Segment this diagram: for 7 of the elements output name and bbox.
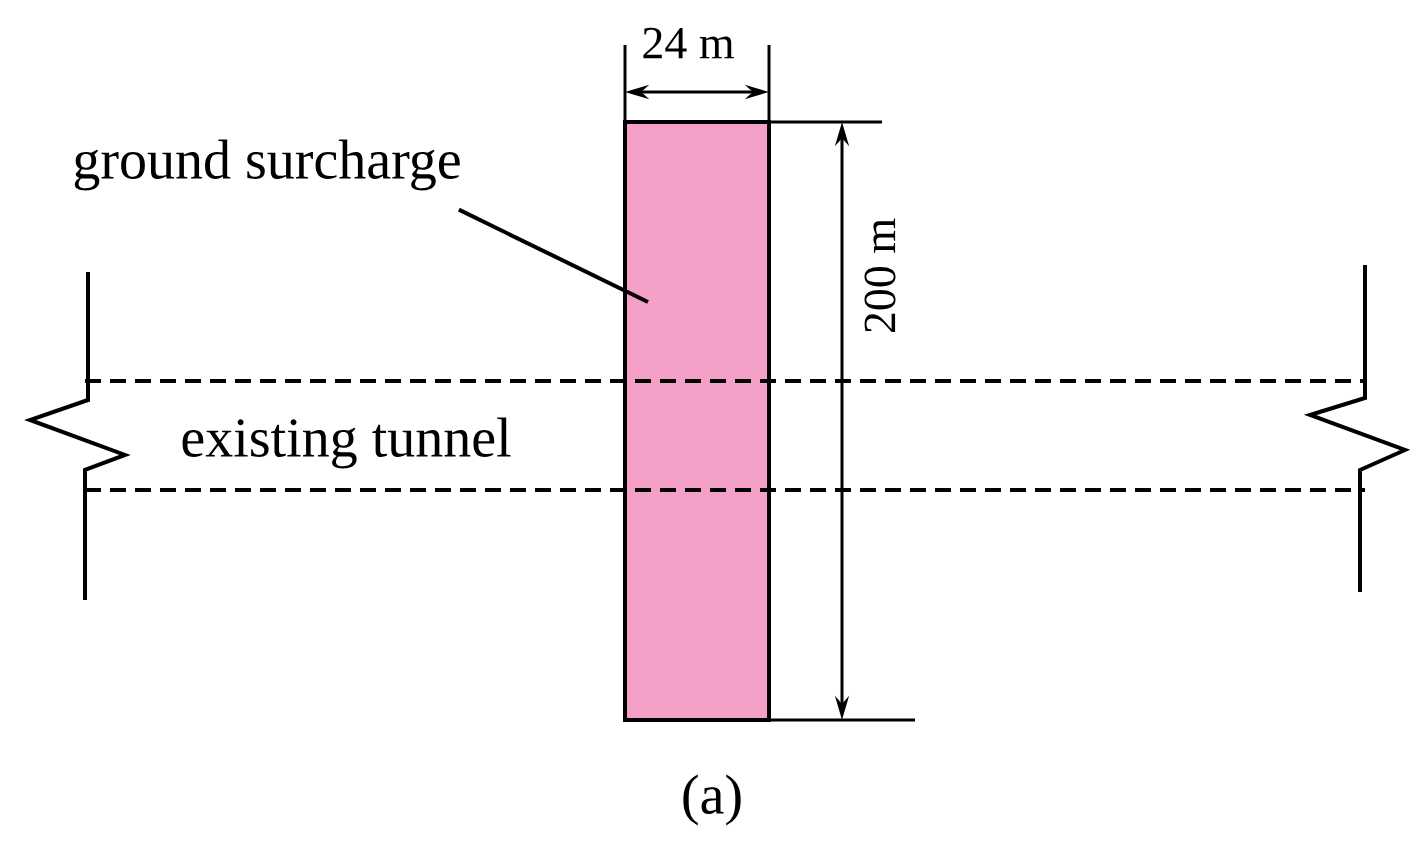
- leader-line: [457, 207, 649, 304]
- callout-text: ground surcharge: [74, 139, 460, 191]
- dimension-label: 24 m: [643, 27, 734, 59]
- caption: (a): [683, 774, 741, 826]
- tunnel-label: existing tunnel: [182, 417, 511, 469]
- dimension-label: 200 m: [864, 218, 896, 333]
- surcharge-area: [623, 120, 771, 722]
